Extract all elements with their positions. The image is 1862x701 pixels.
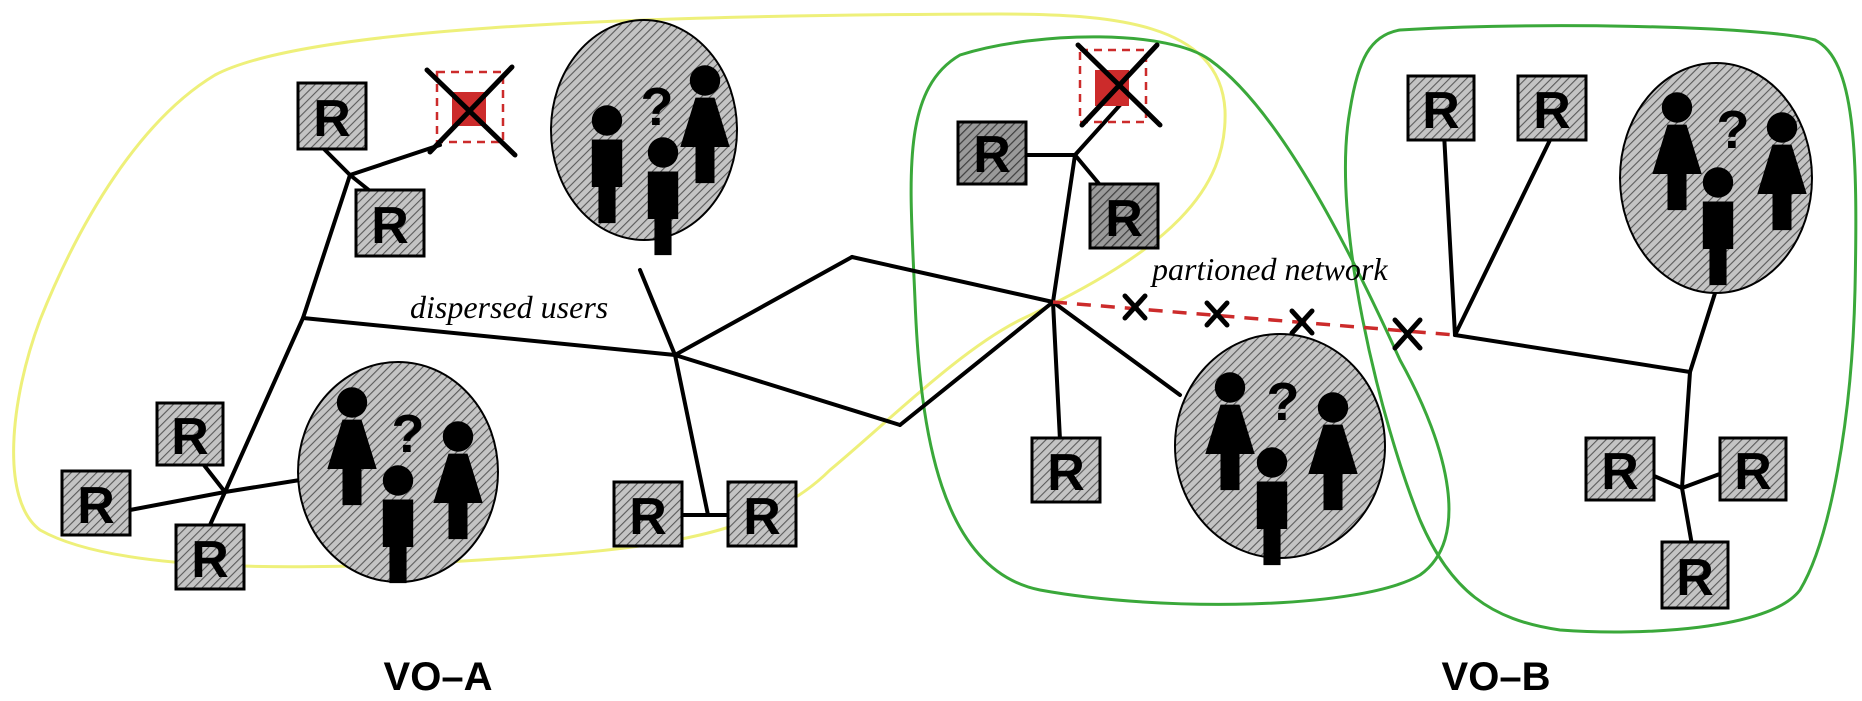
router-box: R	[1516, 74, 1588, 142]
link-break-cross-icon	[1289, 308, 1315, 336]
network-links	[128, 103, 1727, 547]
svg-text:R: R	[973, 126, 1011, 184]
svg-text:R: R	[1105, 190, 1143, 248]
unknown-user-mark: ?	[1717, 100, 1750, 160]
failed-resource-cross-icon	[1075, 42, 1163, 128]
failed-resource-vo-b	[1075, 42, 1163, 128]
partitioned-network-label: partioned network	[1150, 251, 1388, 287]
unknown-user-mark: ?	[392, 404, 425, 464]
svg-text:R: R	[629, 488, 667, 546]
dispersed-users-label: dispersed users	[410, 289, 608, 325]
partitioned-link	[1052, 300, 1456, 337]
svg-text:R: R	[171, 408, 209, 466]
user-group-icon: ?	[1174, 333, 1386, 566]
unknown-user-mark: ?	[1267, 372, 1300, 432]
router-box: R	[296, 81, 368, 151]
svg-text:R: R	[371, 197, 409, 255]
link-break-cross-icon	[1392, 317, 1423, 351]
link-break-cross-icon	[1204, 300, 1230, 328]
vo-b-label: VO–B	[1442, 655, 1551, 699]
svg-text:R: R	[1422, 82, 1460, 140]
router-box: R	[1584, 436, 1656, 502]
svg-text:R: R	[1601, 443, 1639, 501]
routers: R R R R R R R R R R R R R R R	[60, 74, 1788, 610]
router-box: R	[1088, 182, 1160, 250]
router-box: R	[354, 188, 426, 258]
router-box: R	[956, 120, 1028, 186]
svg-text:R: R	[1676, 549, 1714, 607]
router-box: R	[1406, 74, 1476, 142]
router-box: R	[1660, 540, 1730, 610]
vo-b-right-boundary	[1343, 24, 1858, 634]
user-group-icon: ?	[1619, 62, 1813, 294]
vo-a-boundary	[12, 12, 1227, 569]
svg-text:R: R	[1734, 443, 1772, 501]
link-break-cross-icon	[1122, 293, 1148, 321]
vo-a-label: VO–A	[384, 655, 493, 699]
svg-text:R: R	[1533, 82, 1571, 140]
user-group-icon: ?	[297, 361, 499, 584]
router-box: R	[726, 480, 798, 548]
router-box: R	[174, 523, 246, 591]
unknown-user-mark: ?	[641, 77, 674, 137]
router-box: R	[1030, 436, 1102, 504]
router-box: R	[612, 480, 684, 548]
vo-b-left-boundary	[909, 35, 1451, 606]
router-box: R	[1718, 436, 1788, 502]
svg-text:R: R	[191, 531, 229, 589]
failed-resource-cross-icon	[424, 64, 518, 158]
router-box: R	[60, 469, 132, 537]
router-box: R	[155, 401, 225, 467]
svg-text:R: R	[1047, 444, 1085, 502]
svg-text:R: R	[77, 477, 115, 535]
user-group-icon: ?	[550, 19, 738, 256]
svg-text:R: R	[313, 90, 351, 148]
link-break-marks	[1122, 293, 1423, 351]
svg-text:R: R	[743, 488, 781, 546]
failed-resource-vo-a	[424, 64, 518, 158]
